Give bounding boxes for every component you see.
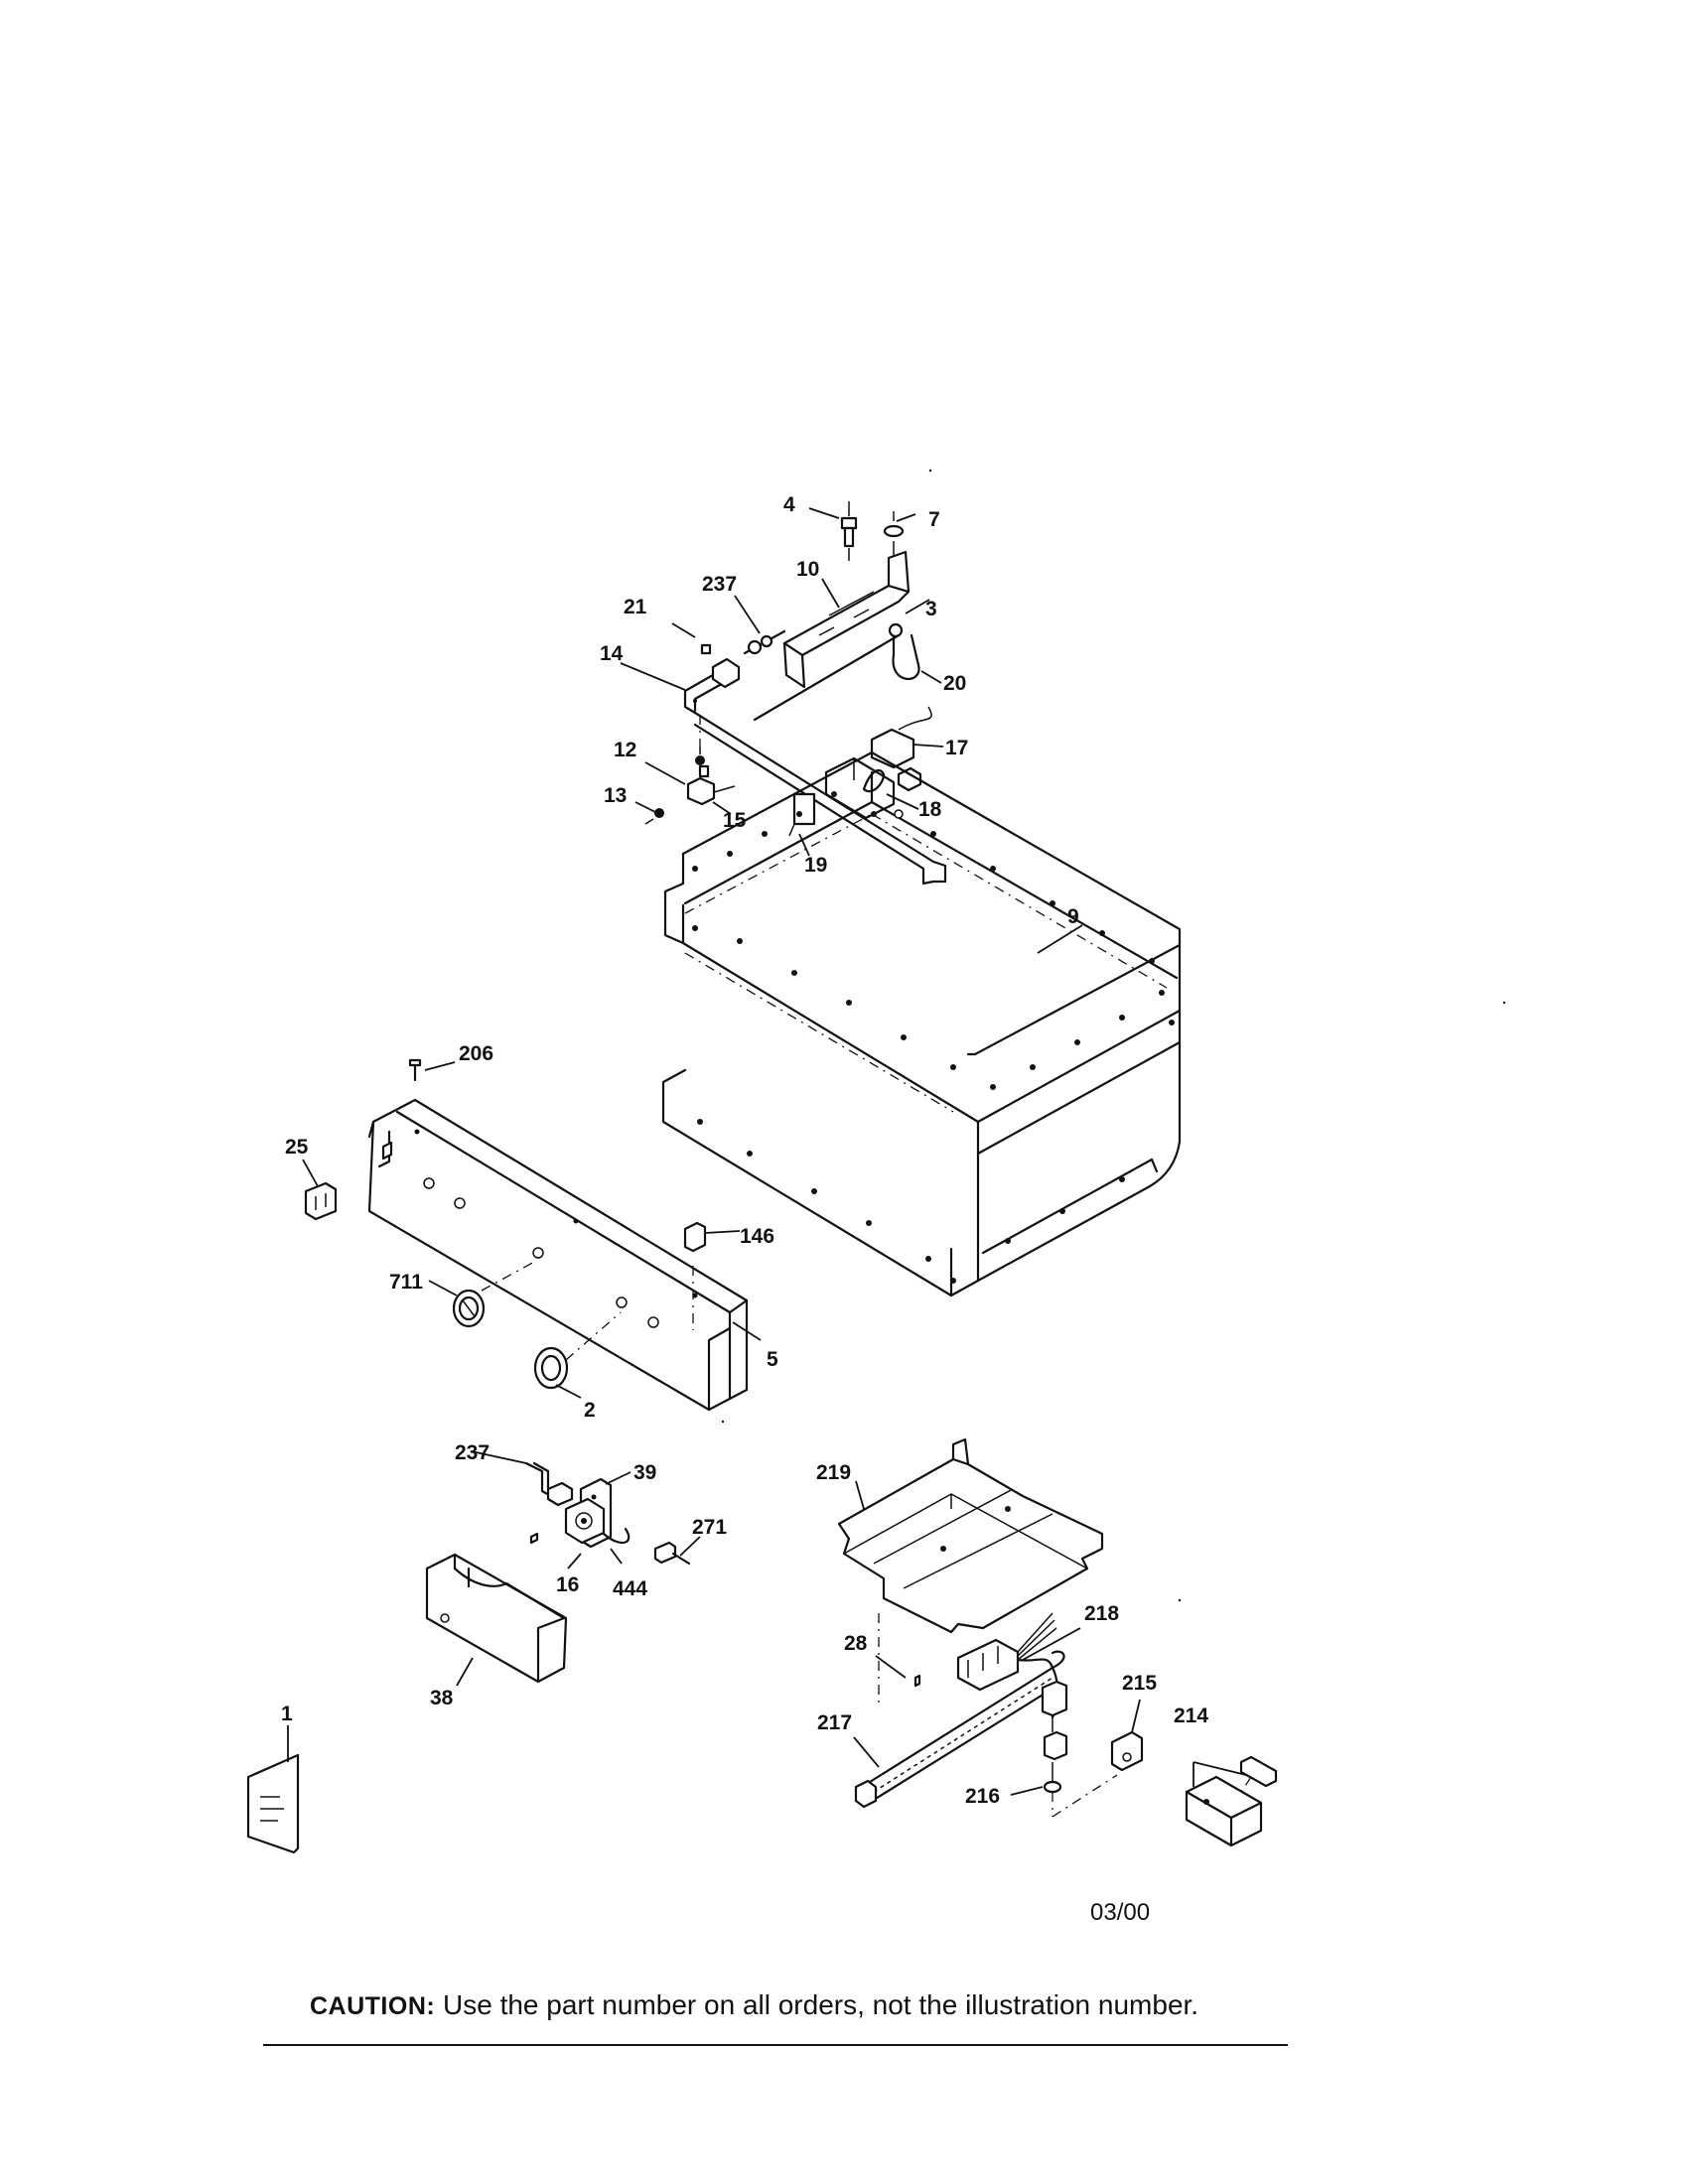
part-2-knob — [533, 1346, 569, 1390]
callout-9: 9 — [1067, 905, 1079, 928]
callout-1: 1 — [281, 1703, 293, 1725]
part-39-valve-body — [564, 1477, 613, 1549]
callout-15: 15 — [723, 809, 747, 832]
part-237-valve-stem — [743, 629, 786, 655]
part-13-orifice — [644, 808, 664, 825]
callout-711: 711 — [389, 1271, 423, 1294]
part-219-cover-plate — [837, 1437, 1104, 1707]
part-28-screw — [913, 1674, 921, 1688]
part-38-cover — [425, 1553, 568, 1684]
callout-14: 14 — [600, 642, 624, 665]
callout-146: 146 — [740, 1225, 774, 1248]
callout-10: 10 — [796, 558, 819, 581]
callout-25: 25 — [285, 1136, 309, 1159]
part-4-screw — [840, 501, 858, 561]
callout-3: 3 — [925, 598, 937, 620]
revision-date: 03/00 — [1090, 1899, 1151, 1926]
callout-20: 20 — [943, 672, 966, 695]
callout-219: 219 — [816, 1461, 851, 1484]
callout-237-upper: 237 — [702, 573, 737, 596]
callout-217: 217 — [817, 1711, 852, 1734]
callout-206: 206 — [459, 1042, 493, 1065]
callout-39: 39 — [633, 1461, 656, 1484]
caution-note: CAUTION: Use the part number on all orde… — [310, 1989, 1198, 2021]
callout-17: 17 — [945, 737, 968, 759]
leader-lines — [287, 507, 1247, 1796]
part-1-literature — [246, 1753, 300, 1854]
callout-4: 4 — [783, 493, 795, 516]
callout-271: 271 — [692, 1516, 727, 1539]
part-7-washer — [883, 511, 905, 556]
part-15-valve — [686, 747, 736, 806]
callout-38: 38 — [430, 1687, 454, 1709]
part-215-bracket — [1110, 1730, 1144, 1772]
callout-444: 444 — [613, 1577, 647, 1600]
panel-holes — [381, 1129, 698, 1328]
callout-16: 16 — [556, 1573, 579, 1596]
callout-215: 215 — [1122, 1672, 1157, 1695]
part-206-screw — [408, 1058, 422, 1082]
callout-7: 7 — [928, 508, 940, 531]
callout-12: 12 — [614, 739, 636, 761]
part-444-tube — [602, 1527, 631, 1545]
callout-21: 21 — [624, 596, 647, 618]
part-237-pipe — [524, 1461, 574, 1507]
caution-label: CAUTION: — [310, 1992, 436, 2020]
part-21-screw — [700, 643, 712, 655]
part-214-switch — [1185, 1755, 1278, 1847]
footer-rule — [263, 2044, 1288, 2046]
callout-216: 216 — [965, 1785, 1000, 1808]
manifold-assembly — [644, 501, 947, 886]
part-20-tube — [753, 622, 920, 722]
part-271-fitting — [653, 1541, 691, 1566]
callout-5: 5 — [767, 1348, 778, 1371]
callout-218: 218 — [1084, 1602, 1119, 1625]
callout-18: 18 — [918, 798, 942, 821]
part-9-burner-box — [661, 751, 1182, 1297]
callout-28: 28 — [844, 1632, 868, 1655]
caution-text: Use the part number on all orders, not t… — [435, 1989, 1199, 2020]
part-146-clip — [683, 1221, 707, 1253]
callout-labels: 4 7 10 237 3 21 14 20 17 12 13 15 18 19 … — [281, 493, 1208, 1808]
part-711-knob — [452, 1289, 486, 1328]
callout-19: 19 — [804, 854, 827, 877]
callout-237-lower: 237 — [455, 1441, 490, 1464]
part-25-clip — [304, 1181, 338, 1221]
part-16-screw — [529, 1532, 539, 1545]
callout-13: 13 — [604, 784, 627, 807]
part-5-control-panel — [367, 1098, 749, 1412]
part-216-ignitor — [1041, 1680, 1118, 1818]
callout-214: 214 — [1174, 1705, 1208, 1727]
part-10-bracket — [782, 550, 911, 689]
box-holes — [692, 791, 1175, 1284]
callout-2: 2 — [584, 1399, 596, 1422]
part-218-connector — [956, 1612, 1057, 1692]
